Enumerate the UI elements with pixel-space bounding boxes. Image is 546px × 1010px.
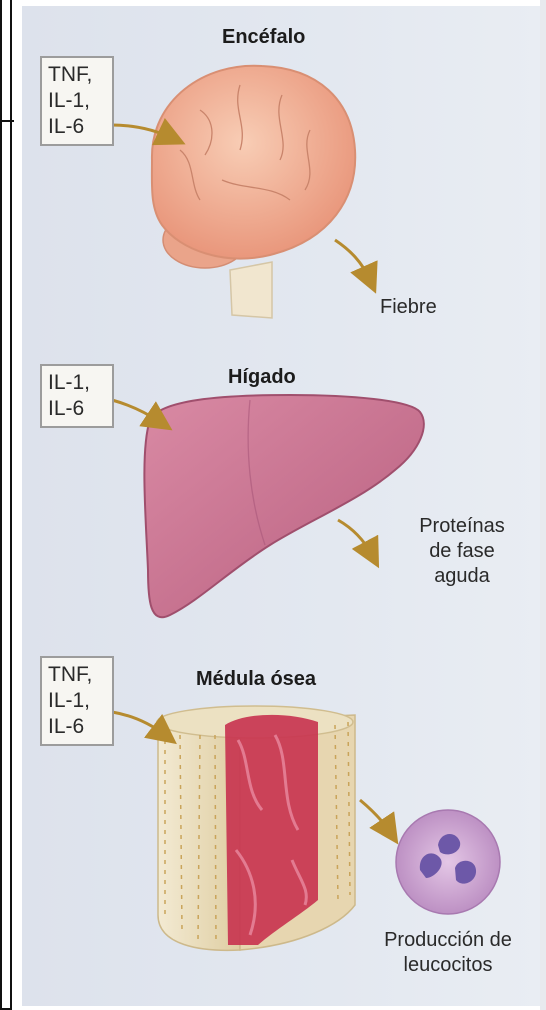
liver-input-arrow (112, 400, 160, 422)
effect-line: aguda (392, 564, 532, 589)
leukocyte-illustration (396, 810, 500, 914)
liver-title: Hígado (228, 366, 296, 389)
marrow-output-arrow (360, 800, 390, 832)
brain-illustration (152, 66, 355, 318)
effect-line: de fase (392, 539, 532, 564)
marrow-mediators-box: TNF, IL-1, IL-6 (40, 656, 114, 746)
mediator-label: IL-1, (48, 688, 106, 714)
effect-line: Producción de (358, 928, 538, 953)
brain-mediators-box: TNF, IL-1, IL-6 (40, 56, 114, 146)
liver-mediators-box: IL-1, IL-6 (40, 364, 114, 428)
mediator-label: IL-6 (48, 714, 106, 740)
effect-line: Proteínas (392, 514, 532, 539)
bone-marrow-illustration (157, 706, 355, 950)
brain-title: Encéfalo (222, 26, 305, 49)
liver-output-arrow (338, 520, 372, 555)
marrow-title: Médula ósea (196, 668, 316, 691)
brain-effect: Fiebre (380, 295, 437, 320)
mediator-label: IL-1, (48, 370, 106, 396)
mediator-label: IL-6 (48, 114, 106, 140)
mediator-label: IL-1, (48, 88, 106, 114)
liver-illustration (144, 395, 423, 617)
mediator-label: TNF, (48, 662, 106, 688)
brain-output-arrow (335, 240, 370, 280)
effect-line: leucocitos (358, 953, 538, 978)
mediator-label: TNF, (48, 62, 106, 88)
marrow-effect: Producción de leucocitos (358, 928, 538, 978)
mediator-label: IL-6 (48, 396, 106, 422)
liver-effect: Proteínas de fase aguda (392, 514, 532, 589)
